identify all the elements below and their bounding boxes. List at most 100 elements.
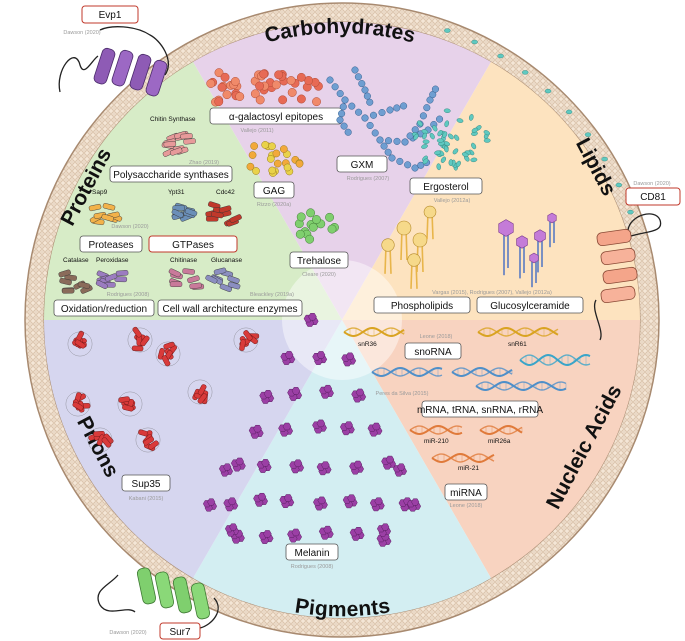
gtpases-label: GTPases (172, 240, 214, 251)
mrna-helix (371, 367, 443, 377)
galactosyl-bead (287, 88, 297, 97)
melanin-granule (353, 460, 363, 469)
galactosyl-bead (255, 81, 265, 91)
gag-bead (248, 151, 257, 159)
ypt31-ribbon (184, 208, 198, 217)
phospholipid-head (396, 220, 412, 236)
galactosyl-cluster (206, 68, 323, 107)
gxm-bead (396, 157, 404, 165)
cd81-label-box (625, 187, 681, 206)
sup35-label-box (121, 474, 171, 492)
melanin-granule (372, 422, 381, 431)
snr61-helix (477, 327, 559, 337)
melanin-granule (317, 496, 327, 505)
polysaccharide-label: Polysaccharide synthases (113, 170, 229, 181)
melanin-granule (381, 523, 390, 531)
trehalose-bead (325, 212, 334, 222)
ergosterol-molecule (471, 39, 478, 45)
peroxidase-ribbon (95, 280, 108, 290)
melanin-granule (263, 390, 273, 398)
gxm-bead (340, 122, 348, 130)
gxm-bead (336, 116, 344, 124)
sup35-aggregate (148, 440, 159, 450)
protein-ribbons (58, 131, 242, 294)
galactosyl-bead (214, 97, 224, 107)
sup35-aggregate-coil (187, 379, 213, 405)
phospholipids-label-box (373, 296, 471, 314)
gag-bead (279, 145, 288, 153)
phospholipid-head (423, 205, 437, 219)
sur7-label-box (159, 622, 201, 640)
cd81-label: CD81 (640, 192, 666, 203)
melanin-cluster (202, 313, 422, 547)
chitin-synthase-ribbon (170, 147, 183, 156)
chitin-synthase-ribbon (180, 133, 193, 140)
glucosylceramide-label: Glucosylceramide (490, 301, 570, 312)
cd81-protein (594, 213, 662, 341)
phospholipid-head (412, 232, 428, 248)
sector-pigments (193, 320, 491, 618)
melanin-granule (385, 455, 395, 464)
galactosyl-bead (312, 97, 321, 107)
sap9-ribbon (102, 203, 116, 211)
sector-nucleic-acids (342, 320, 640, 579)
galactosyl-bead (259, 69, 269, 79)
gxm-label: GXM (351, 160, 374, 171)
mirna-label: miRNA (450, 488, 482, 499)
trna-helix (451, 366, 513, 377)
mir26a-helix (479, 425, 523, 435)
chitin-synthase-ribbon (183, 138, 196, 145)
trehalose-bead (327, 224, 337, 234)
sup35-aggregate (74, 339, 86, 349)
ergosterol-molecule (436, 163, 441, 171)
chitinase-label: Chitinase (170, 257, 197, 264)
ergosterol-molecule (471, 142, 477, 150)
peroxidase-label: Peroxidase (96, 257, 129, 264)
trehalose-bead (308, 222, 318, 232)
snrna-helix (519, 353, 591, 366)
proteases-citation: Dawson (2020) (111, 224, 148, 230)
chitin-synthase-ribbon (163, 141, 177, 148)
catalase-ribbon (77, 281, 91, 289)
glucanase-label: Glucanase (211, 257, 242, 264)
ergosterol-molecule (432, 125, 438, 132)
ergosterol-molecule (456, 118, 464, 123)
mirna-citation: Leone (2018) (450, 503, 483, 509)
sup35-aggregate (197, 384, 207, 396)
ergosterol-molecule (453, 134, 460, 141)
gxm-bead (419, 112, 427, 120)
ergosterol-molecule (422, 132, 427, 140)
oxidation-label: Oxidation/reduction (61, 304, 147, 315)
sector-prions (44, 320, 342, 579)
mir26a-label: miR26a (488, 438, 511, 445)
gxm-bead (361, 86, 369, 94)
glucosylceramide-icons (498, 212, 557, 288)
ergosterol-molecule (422, 139, 430, 144)
gxm-bead (351, 66, 359, 74)
sup35-aggregate (197, 393, 208, 404)
mrna-citation: Peres da Silva (2015) (376, 391, 429, 397)
snorna-citation: Leone (2018) (420, 334, 453, 340)
evp1-protein (58, 26, 169, 97)
trehalose-bead (311, 215, 321, 224)
chitinase-ribbon (168, 268, 181, 278)
glucosylceramide-head (547, 212, 557, 224)
galactosyl-bead (296, 72, 306, 82)
trna-helix (451, 367, 513, 377)
glucanase-ribbon (227, 281, 241, 290)
catalase-label: Catalase (63, 257, 89, 264)
glucanase-ribbon (227, 275, 240, 284)
melanin-label: Melanin (294, 548, 329, 559)
glucanase-ribbon (219, 283, 232, 292)
ergosterol-molecule (434, 150, 441, 155)
galactosyl-bead (250, 89, 260, 99)
ergosterol-molecule (471, 127, 479, 133)
peroxidase-ribbon (115, 270, 129, 277)
phospholipid-head (407, 253, 421, 267)
gxm-bead (431, 85, 439, 93)
gag-bead (252, 167, 260, 175)
chitinase-ribbon (187, 275, 200, 284)
glucosylceramide-label-box (476, 296, 584, 314)
chitinase-ribbon (182, 268, 195, 275)
melanin-granule (207, 498, 216, 506)
